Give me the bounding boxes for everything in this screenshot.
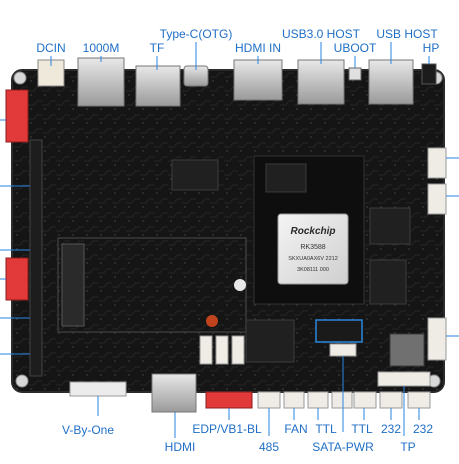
sata-connector — [315, 319, 363, 357]
label-hdmi: HDMI — [164, 440, 196, 454]
top-connectors — [37, 57, 437, 107]
label-dcin: DCIN — [36, 41, 66, 55]
left-connectors — [5, 89, 43, 377]
uboot-button — [348, 67, 362, 81]
label-usb-host: USB HOST — [376, 27, 438, 41]
hp-jack — [421, 63, 437, 85]
soc-line1: SKXUA0AX6V 2212 — [288, 256, 338, 262]
usb-host-port — [368, 59, 414, 105]
pcb — [12, 70, 444, 392]
usb3-port — [297, 59, 345, 105]
label-v-by-one: V-By-One — [61, 423, 115, 437]
label-ttl-1: TTL — [315, 422, 337, 436]
bottom-connectors — [69, 335, 431, 413]
label-ethernet-1000m: 1000M — [82, 41, 120, 55]
label-tp: TP — [400, 440, 416, 454]
hdmi-in-port — [233, 59, 283, 101]
m2-slot — [57, 237, 247, 333]
label-typec-otg: Type-C(OTG) — [159, 27, 233, 41]
ethernet-port — [77, 57, 125, 107]
label-tf: TF — [149, 41, 165, 55]
label-232-a: 232 — [380, 422, 402, 436]
label-485: 485 — [258, 440, 280, 454]
label-fan: FAN — [284, 422, 308, 436]
label-hdmi-in: HDMI IN — [235, 41, 281, 55]
label-usb3-host: USB3.0 HOST — [281, 27, 361, 41]
label-ttl-2: TTL — [351, 422, 373, 436]
label-edp-vb1-bl: EDP/VB1-BL — [192, 422, 262, 436]
right-connectors — [427, 147, 447, 361]
soc-brand: Rockchip — [290, 226, 335, 237]
label-hp: HP — [422, 41, 440, 55]
leader-lines — [0, 42, 459, 438]
label-uboot: UBOOT — [333, 41, 377, 55]
label-232-b: 232 — [412, 422, 434, 436]
chips — [171, 159, 425, 367]
tf-slot — [135, 65, 181, 107]
label-sata-pwr: SATA-PWR — [312, 440, 374, 454]
soc-line2: 3K08111 000 — [297, 267, 329, 273]
soc-model: RK3588 — [300, 244, 325, 251]
